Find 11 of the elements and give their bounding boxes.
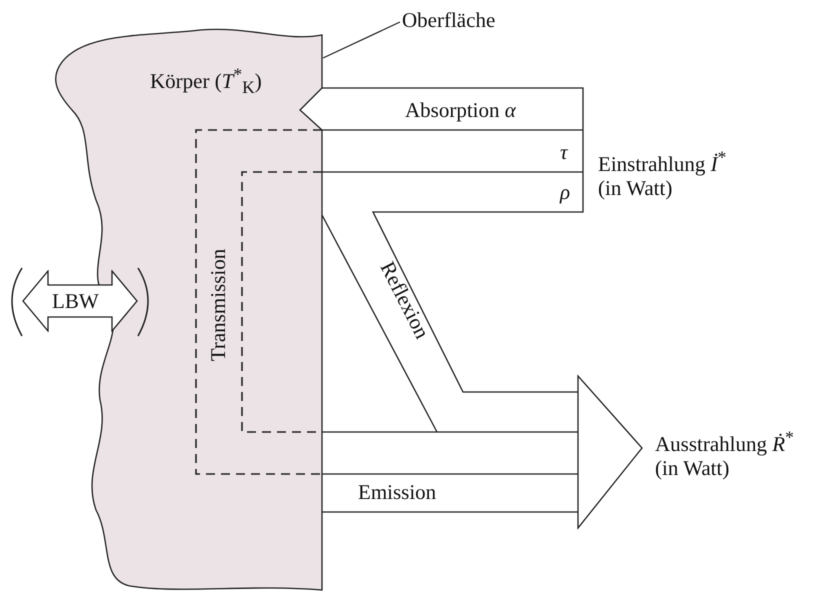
arrow-label: LBW bbox=[52, 289, 99, 313]
flow-label: Ausstrahlung Ṙ$^{*}$ (in Watt) bbox=[655, 426, 795, 480]
flow-label: Emission bbox=[358, 480, 436, 504]
surface-label: Oberfläche bbox=[402, 8, 496, 32]
band-label: τ bbox=[560, 140, 568, 164]
leader-line bbox=[322, 21, 400, 59]
body-label: Körper (T$^{*}$$_{K}$) bbox=[150, 63, 262, 100]
band-label: ρ bbox=[560, 180, 570, 204]
flow-label: Einstrahlung İ$^{*}$ (in Watt) bbox=[598, 146, 728, 200]
band-label: Absorption α bbox=[405, 98, 516, 122]
flow-label: Transmission bbox=[206, 248, 230, 362]
